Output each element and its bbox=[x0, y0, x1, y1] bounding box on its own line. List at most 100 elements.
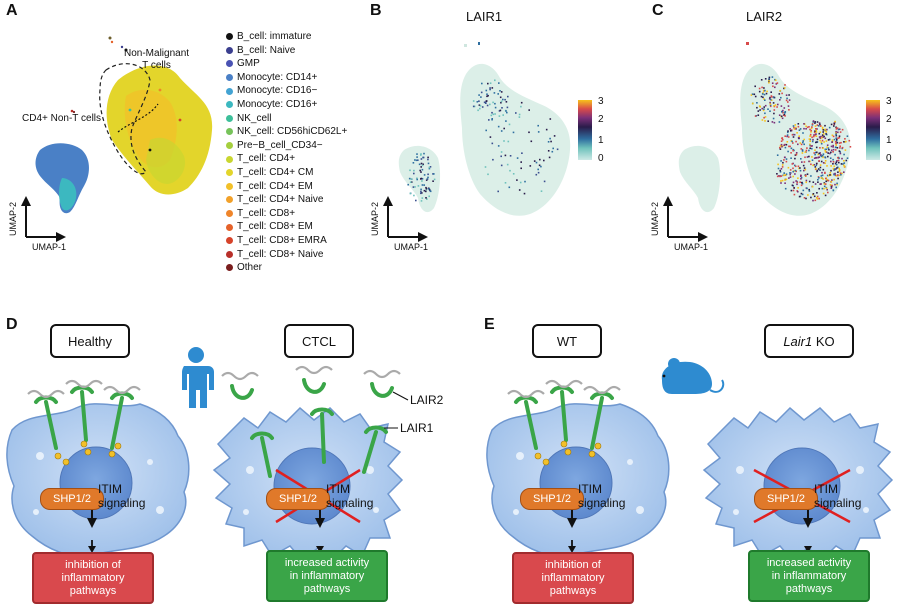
expression-dot bbox=[763, 108, 765, 110]
expression-dot bbox=[551, 150, 554, 153]
expression-dot bbox=[425, 197, 427, 199]
expression-dot bbox=[762, 92, 764, 94]
expression-dot bbox=[537, 124, 539, 127]
umap-b-axes bbox=[383, 196, 428, 242]
expression-dot bbox=[836, 147, 839, 149]
expression-dot bbox=[841, 128, 844, 131]
expression-dot bbox=[485, 89, 488, 92]
expression-dot bbox=[839, 172, 842, 174]
expression-dot bbox=[518, 116, 521, 118]
expression-dot bbox=[823, 182, 826, 184]
expression-dot bbox=[549, 137, 551, 140]
expression-dot bbox=[763, 98, 765, 100]
expression-dot bbox=[820, 183, 822, 185]
expression-dot bbox=[819, 183, 821, 185]
expression-dot bbox=[827, 152, 829, 154]
expression-dot bbox=[835, 133, 837, 136]
expression-dot bbox=[813, 164, 815, 166]
expression-dot bbox=[492, 101, 494, 104]
expression-dot bbox=[834, 153, 836, 156]
expression-dot bbox=[808, 149, 810, 152]
expression-dot bbox=[761, 93, 764, 95]
expression-dot bbox=[408, 177, 411, 180]
expression-dot bbox=[795, 126, 797, 129]
expression-dot bbox=[789, 128, 791, 130]
expression-dot bbox=[824, 149, 826, 152]
expression-dot bbox=[828, 138, 831, 141]
expression-dot bbox=[784, 187, 787, 190]
expression-dot bbox=[791, 140, 793, 143]
expression-dot bbox=[797, 165, 800, 168]
expression-dot bbox=[433, 178, 436, 181]
panel-b-letter: B bbox=[370, 2, 382, 19]
expression-dot bbox=[821, 187, 824, 190]
expression-dot bbox=[822, 178, 824, 180]
expression-dot bbox=[415, 159, 418, 162]
expression-dot bbox=[410, 178, 413, 180]
expression-dot bbox=[825, 131, 828, 133]
expression-dot bbox=[824, 183, 827, 185]
expression-dot bbox=[477, 109, 479, 112]
expression-dot bbox=[827, 139, 830, 141]
expression-dot bbox=[472, 100, 475, 102]
expression-dot bbox=[791, 134, 794, 136]
expression-dot bbox=[783, 156, 786, 159]
expression-dot bbox=[427, 156, 429, 159]
expression-dot bbox=[414, 186, 416, 188]
expression-dot bbox=[792, 142, 794, 144]
expression-dot bbox=[830, 160, 832, 163]
legend-item: NK_cell bbox=[226, 112, 347, 126]
expression-dot bbox=[802, 189, 805, 192]
expression-dot bbox=[759, 109, 761, 111]
expression-dot bbox=[829, 152, 831, 155]
expression-dot bbox=[841, 172, 843, 175]
legend-swatch bbox=[226, 46, 233, 54]
expression-dot bbox=[781, 179, 784, 182]
expression-dot bbox=[409, 192, 412, 195]
expression-dot bbox=[516, 157, 519, 159]
expression-dot bbox=[818, 122, 821, 124]
expression-dot bbox=[784, 146, 787, 149]
expression-dot bbox=[782, 109, 784, 112]
expression-dot bbox=[756, 102, 758, 104]
expression-dot bbox=[778, 114, 781, 116]
ko-label-box: Lair1 KO bbox=[764, 324, 854, 358]
expression-dot bbox=[813, 131, 816, 134]
expression-dot bbox=[769, 103, 772, 105]
expression-dot bbox=[826, 144, 829, 146]
expression-dot bbox=[416, 153, 418, 155]
shp-ko: SHP1/2 bbox=[754, 488, 818, 510]
expression-dot bbox=[425, 179, 428, 181]
expression-dot bbox=[780, 143, 783, 146]
expression-dot bbox=[789, 176, 792, 178]
expression-dot bbox=[838, 150, 841, 152]
expression-dot bbox=[798, 129, 801, 131]
expression-dot bbox=[769, 96, 771, 99]
expression-dot bbox=[420, 190, 422, 193]
expression-dot bbox=[794, 157, 796, 160]
expression-dot bbox=[825, 140, 828, 142]
expression-dot bbox=[490, 114, 493, 117]
expression-dot bbox=[420, 162, 423, 165]
expression-dot bbox=[801, 150, 804, 152]
expression-dot bbox=[428, 166, 431, 169]
expression-dot bbox=[800, 192, 803, 195]
legend-item: T_cell: CD4+ Naive bbox=[226, 193, 347, 207]
expression-dot bbox=[827, 191, 829, 194]
expression-dot bbox=[506, 106, 509, 109]
expression-dot bbox=[497, 145, 500, 147]
expression-dot bbox=[849, 146, 852, 148]
expression-dot bbox=[769, 105, 772, 108]
expression-dot bbox=[794, 164, 796, 167]
expression-dot bbox=[794, 124, 797, 126]
expression-dot bbox=[425, 188, 428, 191]
expression-dot bbox=[797, 143, 799, 146]
expression-dot bbox=[489, 136, 492, 138]
expression-dot bbox=[795, 140, 797, 143]
itim-ctcl: ITIM signaling bbox=[326, 482, 374, 510]
expression-dot bbox=[835, 186, 837, 189]
expression-dot bbox=[830, 180, 833, 183]
expression-dot bbox=[843, 164, 845, 167]
expression-dot bbox=[497, 93, 499, 95]
expression-dot bbox=[423, 189, 426, 192]
